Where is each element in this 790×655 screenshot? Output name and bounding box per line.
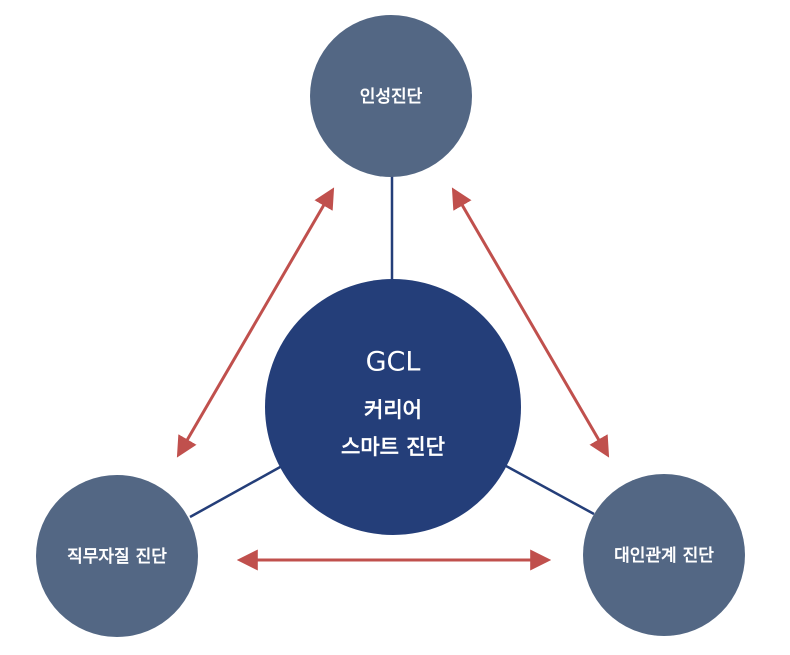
node-top-label: 인성진단	[360, 87, 423, 107]
node-right: 대인관계 진단	[583, 474, 745, 636]
connector-left	[189, 464, 283, 519]
center-line-1: 커리어	[364, 398, 422, 422]
arrow-top-left	[176, 187, 335, 458]
node-top-circle	[310, 15, 472, 177]
connector-right	[505, 464, 595, 516]
node-top: 인성진단	[310, 15, 472, 177]
center-line-2: 스마트 진단	[341, 435, 445, 459]
node-center-circle	[265, 279, 521, 535]
node-left-label: 직무자질 진단	[67, 546, 167, 567]
node-left-circle	[36, 475, 198, 637]
center-title: GCL	[366, 347, 421, 378]
node-right-circle	[583, 474, 745, 636]
node-left: 직무자질 진단	[36, 475, 198, 637]
arrow-top-right	[451, 187, 610, 458]
node-right-label: 대인관계 진단	[614, 546, 714, 566]
node-center: GCL 커리어 스마트 진단	[265, 279, 521, 535]
